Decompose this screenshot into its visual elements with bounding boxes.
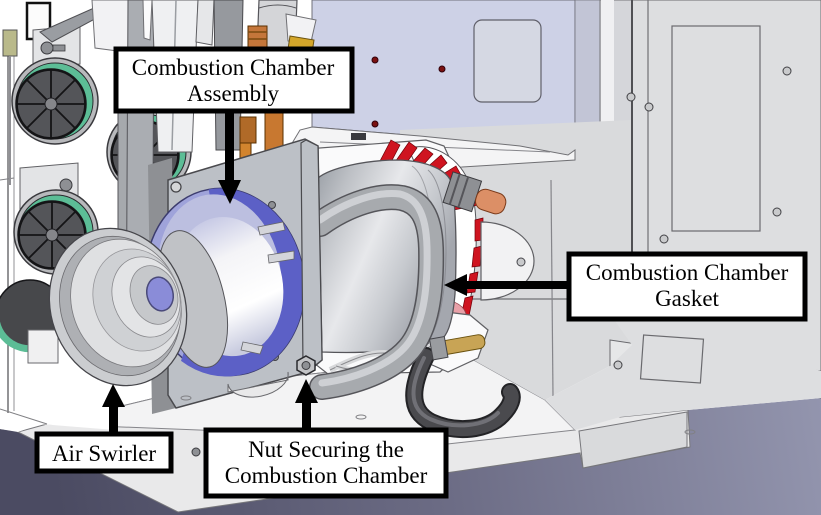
svg-text:Combustion Chamber: Combustion Chamber xyxy=(586,260,789,285)
svg-text:Air Swirler: Air Swirler xyxy=(52,441,156,466)
svg-text:Nut Securing the: Nut Securing the xyxy=(248,437,404,462)
svg-text:Combustion Chamber: Combustion Chamber xyxy=(225,463,428,488)
svg-text:Assembly: Assembly xyxy=(187,81,280,106)
svg-text:Gasket: Gasket xyxy=(655,286,719,311)
svg-text:Combustion Chamber: Combustion Chamber xyxy=(132,55,335,80)
